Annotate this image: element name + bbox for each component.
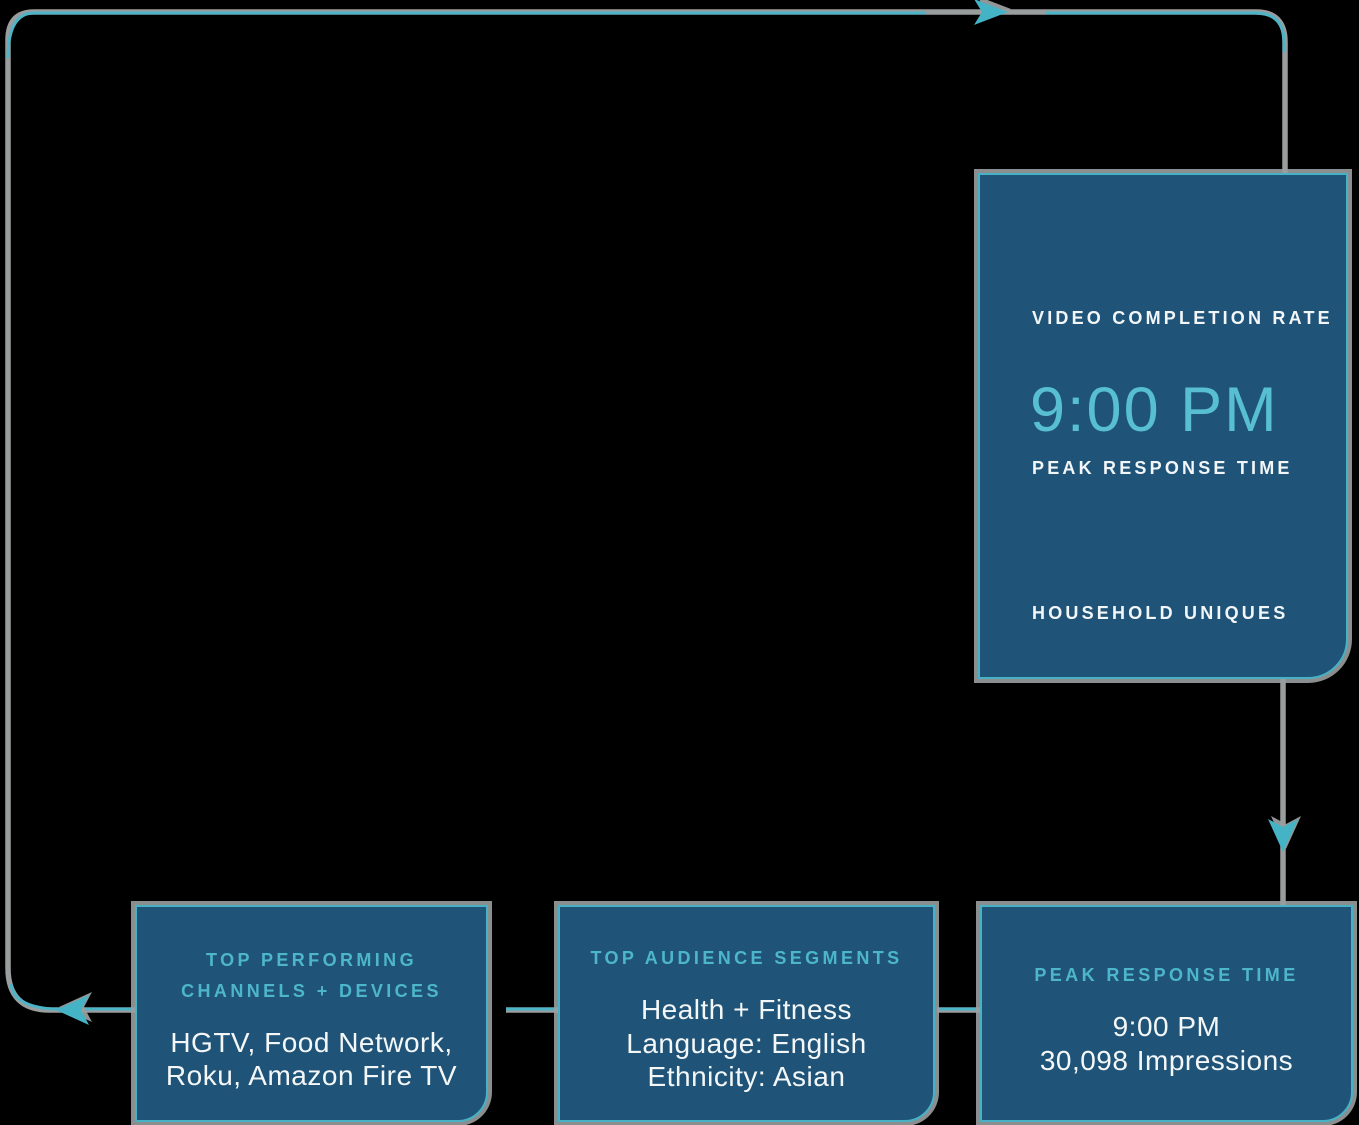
peak-response-time-label: PEAK RESPONSE TIME bbox=[1032, 458, 1293, 478]
card-title: TOP AUDIENCE SEGMENTS bbox=[590, 943, 902, 974]
peak-response-time-value: 9:00 PM bbox=[1030, 375, 1279, 445]
card-body-line: Ethnicity: Asian bbox=[647, 1061, 846, 1093]
card-title-line: CHANNELS + DEVICES bbox=[181, 980, 442, 1001]
flow-arrow-left-icon bbox=[56, 995, 89, 1025]
flow-teal-bottom-left bbox=[9, 983, 135, 1011]
flow-track-left-loop bbox=[5, 9, 135, 1013]
flow-arrow-down-icon bbox=[1268, 819, 1298, 852]
flow-teal-top-right-corner bbox=[1046, 11, 1286, 52]
card-title-line: TOP AUDIENCE SEGMENTS bbox=[590, 948, 903, 969]
card-body-line: HGTV, Food Network, bbox=[170, 1026, 453, 1058]
card-title: PEAK RESPONSE TIME bbox=[1034, 960, 1298, 991]
video-completion-label: VIDEO COMPLETION RATE bbox=[1032, 308, 1333, 328]
card-body-line: 30,098 Impressions bbox=[1039, 1044, 1294, 1076]
card-top-audience-segments: TOP AUDIENCE SEGMENTS Health + Fitness L… bbox=[558, 905, 935, 1122]
card-title-line: TOP PERFORMING bbox=[206, 949, 417, 970]
card-body: HGTV, Food Network, Roku, Amazon Fire TV bbox=[166, 1026, 457, 1093]
video-completion-panel: VIDEO COMPLETION RATE 9:00 PM PEAK RESPO… bbox=[978, 173, 1348, 679]
card-body-line: Language: English bbox=[626, 1027, 867, 1059]
card-title: TOP PERFORMING CHANNELS + DEVICES bbox=[181, 945, 442, 1007]
flow-track-teal bbox=[6, 11, 1286, 1011]
flow-teal-top bbox=[6, 11, 926, 59]
card-body: 9:00 PM 30,098 Impressions bbox=[1040, 1010, 1293, 1077]
flow-track-top bbox=[34, 9, 1288, 176]
household-uniques-label: HOUSEHOLD UNIQUES bbox=[1032, 603, 1289, 623]
card-title-line: PEAK RESPONSE TIME bbox=[1034, 965, 1299, 985]
card-body: Health + Fitness Language: English Ethni… bbox=[626, 993, 866, 1094]
flow-arrow-right-icon bbox=[974, 0, 1008, 25]
card-peak-response-time: PEAK RESPONSE TIME 9:00 PM 30,098 Impres… bbox=[980, 905, 1353, 1122]
card-body-line: Roku, Amazon Fire TV bbox=[165, 1060, 458, 1091]
card-body-line: Health + Fitness bbox=[640, 994, 853, 1026]
card-top-performing-channels: TOP PERFORMING CHANNELS + DEVICES HGTV, … bbox=[135, 905, 488, 1122]
card-body-line: 9:00 PM bbox=[1112, 1011, 1221, 1042]
